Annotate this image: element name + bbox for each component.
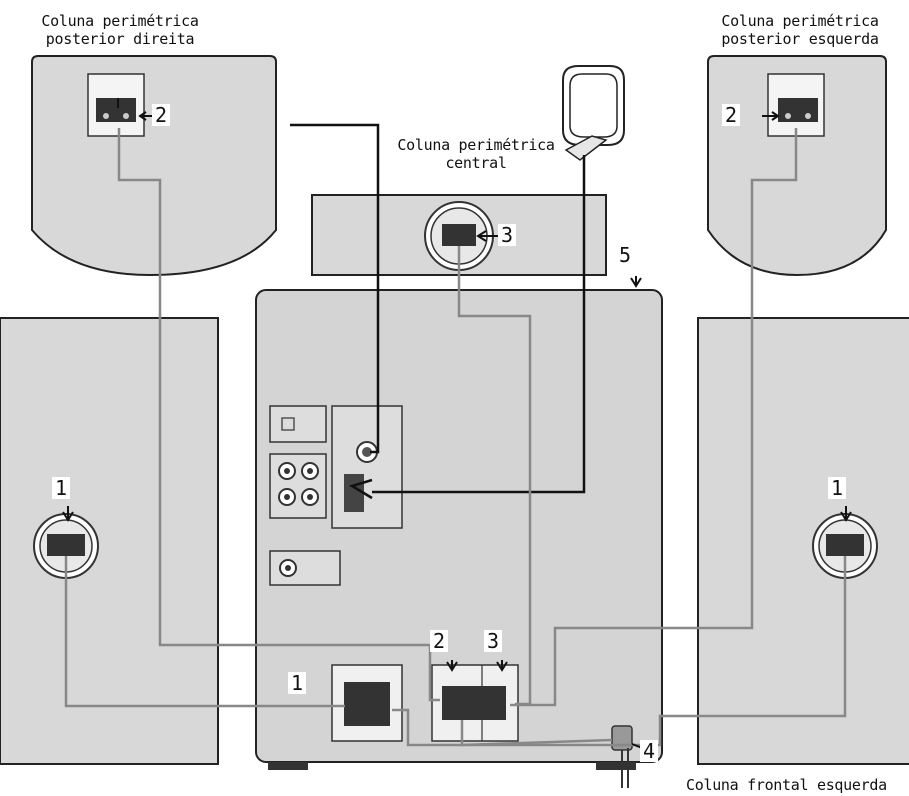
label-center: Coluna perimétrica central [397,136,555,172]
front-right-panel-terminal [826,534,864,556]
unit-panel-small [269,405,327,443]
callout-5-unit: 5 [616,244,635,266]
rear-left-terminal [778,98,818,122]
callout-1-front-left: 1 [52,477,71,499]
speaker-wires [64,128,847,747]
callout-2-unit: 2 [430,630,449,652]
label-rear-left: Coluna perimétrica posterior esquerda [721,12,879,48]
front-speaker-left [0,317,219,765]
label-rear-right: Coluna perimétrica posterior direita [41,12,199,48]
callout-2-rear-left: 2 [722,104,741,126]
rear-right-speaker [31,55,277,277]
front-left-panel-terminal [47,534,85,556]
unit-plug [611,725,633,751]
callout-4-unit: 4 [640,740,659,762]
rear-right-terminal [96,98,136,122]
callout-1-unit: 1 [288,672,307,694]
label-front-left: Coluna frontal esquerda [686,776,887,794]
unit-panel-rca [269,453,327,519]
loop-antenna [562,65,625,161]
callout-2-rear-right: 2 [152,104,171,126]
callout-3-unit: 3 [484,630,503,652]
callout-3-center: 3 [498,224,517,246]
center-terminal [442,224,476,246]
callout-1-front-right: 1 [828,477,847,499]
unit-panel-antenna [331,405,403,529]
am-antenna-wire [348,155,586,500]
fm-antenna-wire [290,123,380,454]
